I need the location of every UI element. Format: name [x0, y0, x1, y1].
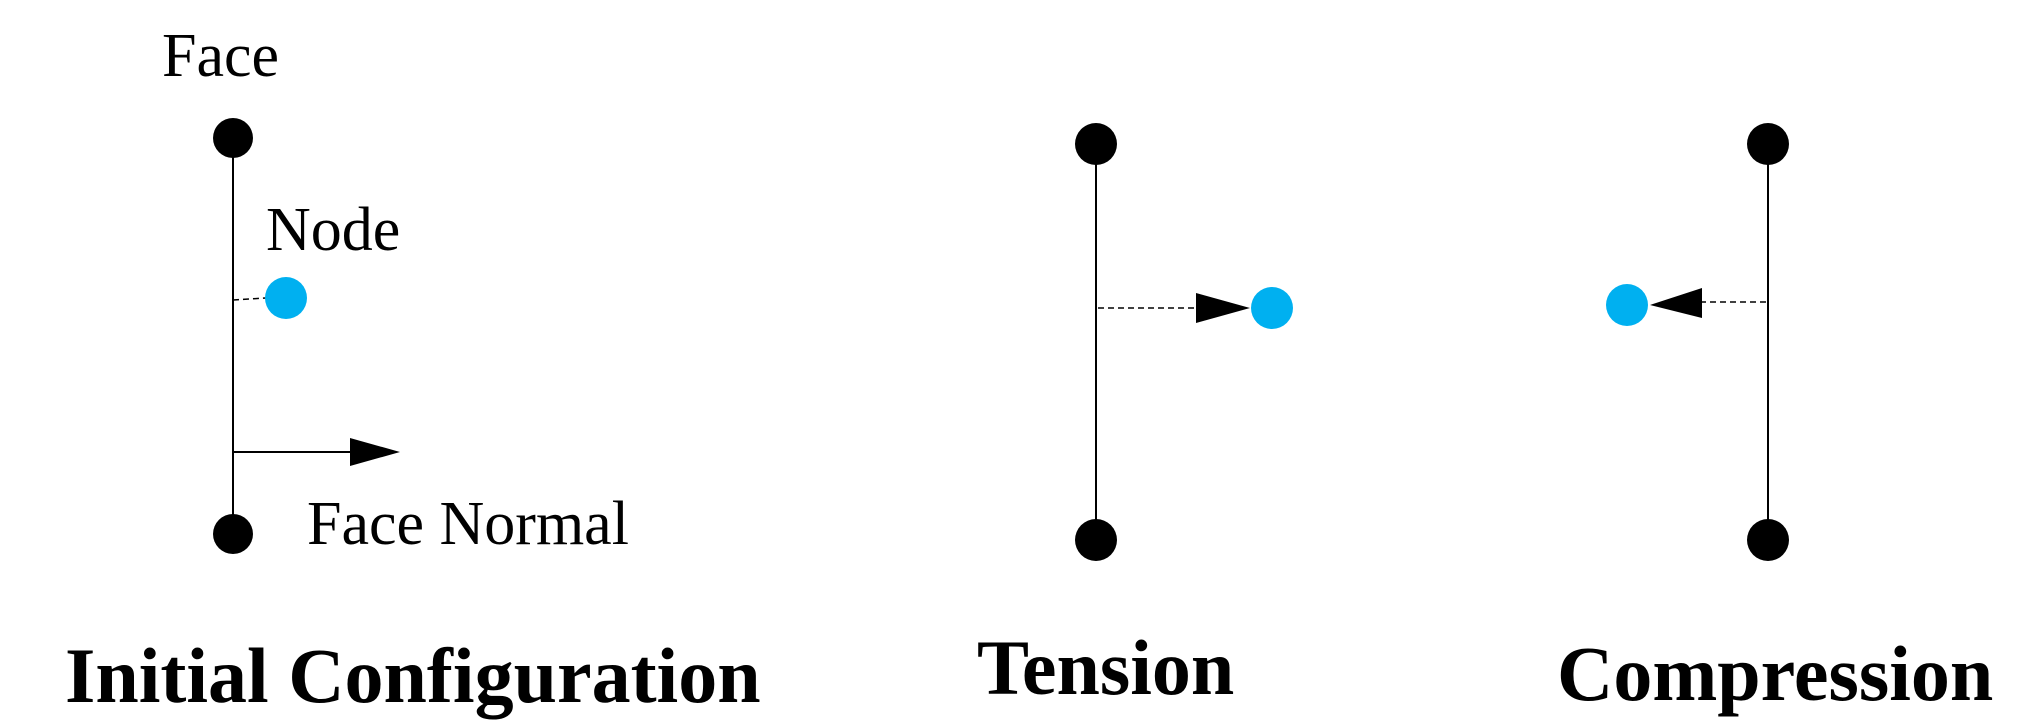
compression-face-top-vertex — [1747, 123, 1789, 165]
initial-node-offset-line — [232, 297, 267, 301]
face-label: Face — [162, 22, 279, 90]
compression-caption: Compression — [1557, 630, 1993, 717]
tension-face-top-vertex — [1075, 123, 1117, 165]
tension-node — [1251, 287, 1293, 329]
compression-node — [1606, 284, 1648, 326]
tension-caption: Tension — [977, 624, 1234, 711]
tension-arrowhead — [1196, 293, 1250, 323]
node-label: Node — [266, 196, 400, 264]
initial-face-bottom-vertex — [213, 514, 253, 554]
compression-panel: Compression — [1557, 123, 1993, 717]
initial-configuration-panel: Face Node Face Normal Initial Configurat… — [65, 22, 761, 719]
compression-face-bottom-vertex — [1747, 519, 1789, 561]
tension-panel: Tension — [977, 123, 1293, 711]
compression-arrowhead — [1650, 288, 1702, 318]
face-normal-arrowhead — [350, 438, 400, 466]
initial-face-top-vertex — [213, 118, 253, 158]
tension-face-bottom-vertex — [1075, 519, 1117, 561]
face-normal-label: Face Normal — [307, 490, 629, 558]
initial-configuration-caption: Initial Configuration — [65, 632, 761, 719]
initial-node — [265, 277, 307, 319]
